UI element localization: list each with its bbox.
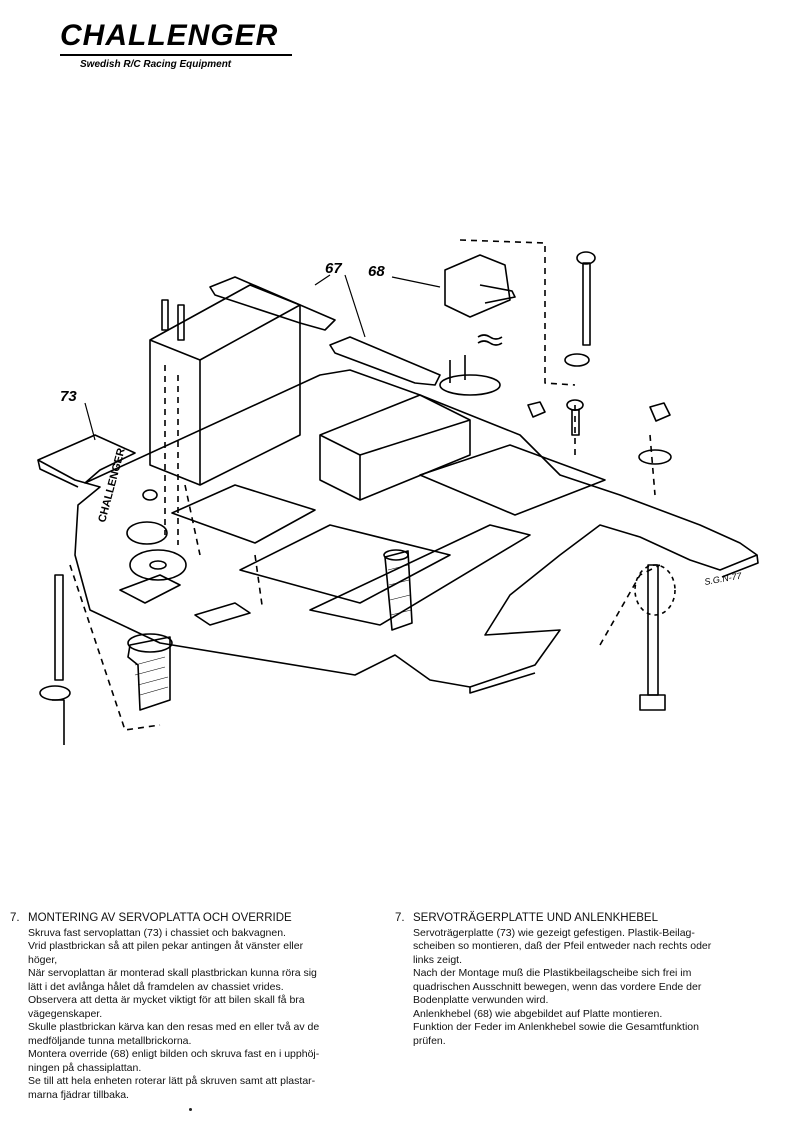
text-line: links zeigt. bbox=[413, 953, 463, 966]
text-line: Nach der Montage muß die Plastikbeilagsc… bbox=[413, 967, 692, 979]
section-body: Skruva fast servoplattan (73) i chassiet… bbox=[10, 927, 370, 1103]
section-body: Servoträgerplatte (73) wie gezeigt gefes… bbox=[395, 927, 760, 1049]
step-number: 7. bbox=[10, 912, 20, 924]
text-line: Observera att detta är mycket viktigt fö… bbox=[28, 994, 305, 1006]
brand-rule bbox=[60, 54, 292, 56]
text-line: Vrid plastbrickan så att pilen pekar ant… bbox=[28, 940, 304, 952]
text-line: ningen på chassiplattan. bbox=[28, 1061, 142, 1074]
servo-arm bbox=[209, 276, 336, 331]
text-line: vägegenskaper. bbox=[28, 1007, 103, 1020]
text-line: prüfen. bbox=[413, 1034, 446, 1047]
text-line: Funktion der Feder im Anlenkhebel sowie … bbox=[413, 1021, 699, 1033]
chassis-engraving: CHALLENGER bbox=[96, 447, 127, 524]
text-line: Se till att hela enheten roterar lätt på… bbox=[28, 1075, 316, 1087]
text-line: Anlenkhebel (68) wie abgebildet auf Plat… bbox=[413, 1007, 663, 1020]
text-line: lätt i det avlånga hålet då framdelen av… bbox=[28, 980, 284, 993]
callout-68: 68 bbox=[368, 263, 385, 280]
screw bbox=[582, 262, 591, 346]
text-line: medföljande tunna metallbrickorna. bbox=[28, 1034, 192, 1047]
chassis-cutout bbox=[194, 602, 251, 626]
text-line: höger, bbox=[28, 953, 58, 966]
text-line: När servoplattan är monterad skall plast… bbox=[28, 967, 317, 979]
instructions-swedish: 7. MONTERING AV SERVOPLATTA OCH OVERRIDE… bbox=[10, 912, 370, 1102]
chassis-cutout bbox=[239, 524, 451, 604]
page-dot bbox=[189, 1108, 192, 1111]
exploded-view-illustration: CHALLENGER S.G.N-77 bbox=[37, 239, 759, 745]
section-title: MONTERING AV SERVOPLATTA OCH OVERRIDE bbox=[28, 912, 292, 924]
text-line: Skruva fast servoplattan (73) i chassiet… bbox=[28, 926, 286, 939]
text-line: quadrischen Ausschnitt bewegen, wenn das… bbox=[413, 980, 702, 993]
artist-signature: S.G.N-77 bbox=[704, 570, 744, 587]
chassis-cutout bbox=[419, 444, 606, 516]
text-line: scheiben so montieren, daß der Pfeil ent… bbox=[413, 940, 712, 952]
chassis-cutout bbox=[309, 524, 531, 626]
brand-tagline: Swedish R/C Racing Equipment bbox=[80, 59, 232, 70]
chassis-cutout bbox=[119, 574, 181, 604]
step-number: 7. bbox=[395, 912, 405, 924]
assembly-drawing: CHALLENGER S.G.N-77 73 67 68 bbox=[0, 225, 800, 745]
text-line: Montera override (68) enligt bilden och … bbox=[28, 1048, 320, 1060]
screw bbox=[54, 574, 64, 681]
brand-header: CHALLENGER Swedish R/C Racing Equipment bbox=[60, 20, 300, 70]
text-line: Skulle plastbrickan kärva kan den resas … bbox=[28, 1021, 320, 1033]
section-title: SERVOTRÄGERPLATTE UND ANLENKHEBEL bbox=[413, 912, 658, 924]
callout-73: 73 bbox=[60, 388, 77, 405]
instructions-german: 7. SERVOTRÄGERPLATTE UND ANLENKHEBEL Ser… bbox=[395, 912, 760, 1048]
text-line: Bodenplatte verwunden wird. bbox=[413, 994, 549, 1006]
brand-logo: CHALLENGER bbox=[60, 19, 279, 52]
section-heading: 7. SERVOTRÄGERPLATTE UND ANLENKHEBEL bbox=[395, 912, 760, 926]
section-heading: 7. MONTERING AV SERVOPLATTA OCH OVERRIDE bbox=[10, 912, 370, 926]
servo-arm bbox=[329, 336, 441, 386]
callout-67: 67 bbox=[325, 260, 342, 277]
text-line: marna fjädrar tillbaka. bbox=[28, 1088, 129, 1101]
bushing bbox=[127, 636, 171, 711]
text-line: Servoträgerplatte (73) wie gezeigt gefes… bbox=[413, 926, 695, 939]
servo-left bbox=[149, 284, 301, 486]
override-part bbox=[444, 254, 511, 318]
chassis-cutout bbox=[171, 484, 316, 544]
chassis-post bbox=[384, 550, 413, 631]
chassis-plate bbox=[37, 369, 758, 688]
servo-right bbox=[319, 394, 471, 501]
screw bbox=[647, 564, 659, 696]
